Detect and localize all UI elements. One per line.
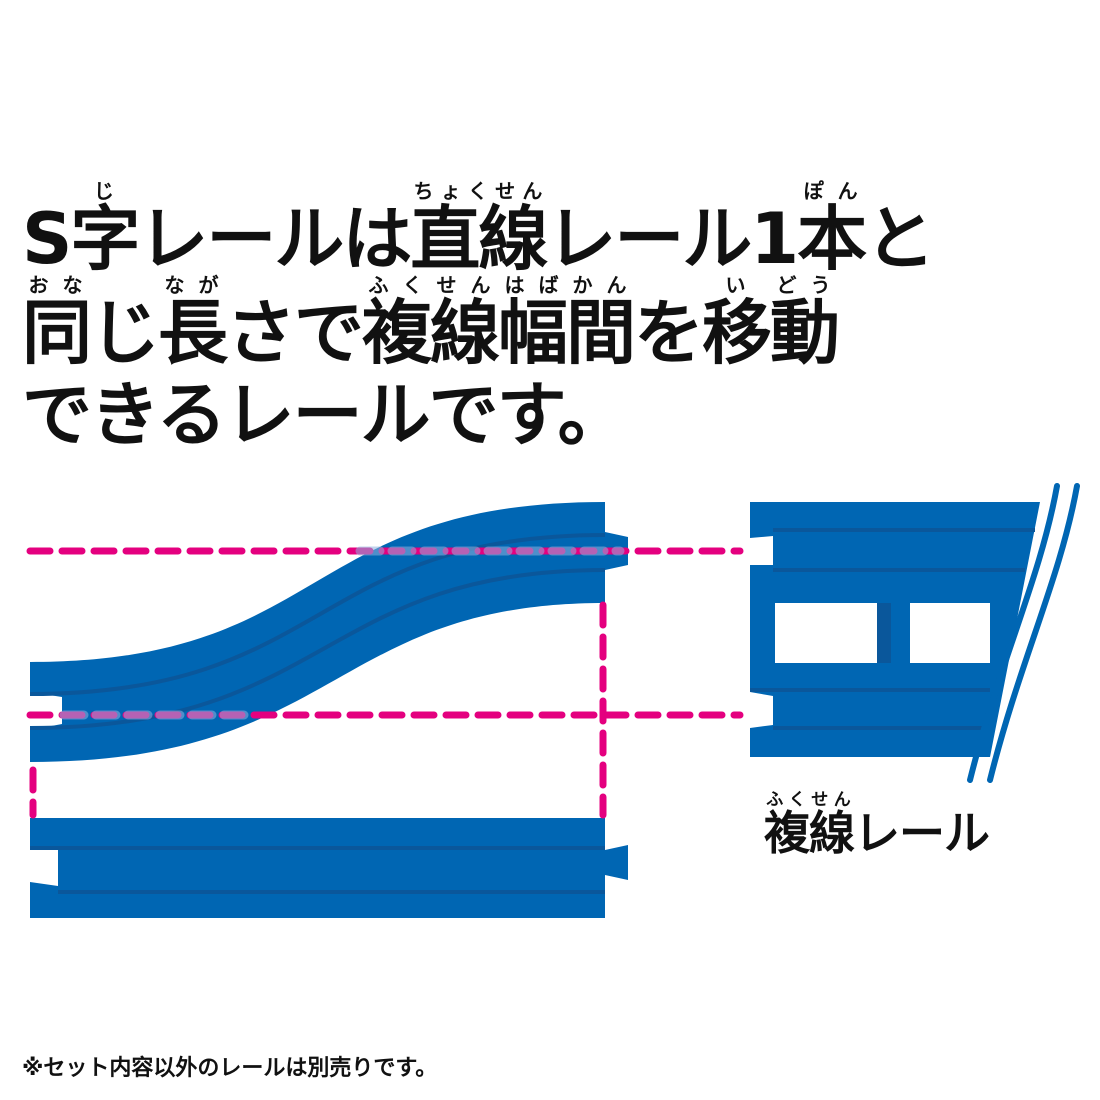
footnote: ※セット内容以外のレールは別売りです。 (22, 1056, 438, 1081)
furigana: おな (22, 273, 90, 297)
ruby-base: 本 (797, 198, 867, 280)
double-track-rail (750, 483, 1080, 783)
text-segment: S (22, 198, 72, 280)
ruby-word: 幅はば (498, 273, 568, 374)
s-curve-rail (29, 502, 628, 762)
ruby-base: 間 (566, 292, 636, 374)
ruby-base: 動 (770, 292, 840, 374)
ruby-base: 移 (702, 292, 772, 374)
break-mark (987, 483, 1080, 783)
groove (29, 533, 606, 696)
headline-line: 同おなじ長ながさで複線ふくせん幅はば間かんを移い動どう (22, 273, 933, 374)
furigana: じ (70, 179, 139, 203)
text-segment: じ (90, 292, 160, 374)
ruby-base: 長 (158, 292, 228, 374)
furigana: なが (158, 273, 226, 297)
furigana: かん (566, 273, 634, 297)
ruby-base: 直線 (410, 198, 548, 280)
ruby-base: 幅 (498, 292, 568, 374)
text-segment: を (634, 292, 704, 374)
ruby-word: 動どう (770, 273, 840, 374)
text-segment: さで (226, 292, 364, 374)
ruby-word: 長なが (158, 273, 228, 374)
ruby-word: 移い (702, 273, 772, 374)
text-segment: レール1 (546, 198, 799, 280)
text-segment: と (865, 198, 935, 280)
headline-line: S字じレールは直線ちょくせんレール1本ぽんと (22, 179, 935, 280)
ruby-base: 複線 (764, 806, 855, 860)
furigana: はば (498, 273, 566, 297)
ruby-word: 本ぽん (797, 179, 867, 280)
headline-line: できるレールです。 (22, 368, 933, 462)
straight-rail (30, 818, 628, 918)
furigana: ふくせん (362, 273, 498, 297)
ruby-base: 同 (22, 292, 92, 374)
ruby-word: 複線ふくせん (362, 273, 500, 374)
furigana: ちょくせん (410, 179, 547, 203)
ruby-word: 直線ちょくせん (410, 179, 548, 280)
ruby-word: 同おな (22, 273, 92, 374)
ruby-word: 字じ (70, 179, 140, 280)
text-segment: レール (854, 806, 990, 860)
headline: S字じレールは直線ちょくせんレール1本ぽんと同おなじ長ながさで複線ふくせん幅はば… (22, 179, 935, 462)
furigana: い (702, 273, 770, 297)
break-mark (967, 483, 1060, 783)
text-segment: レールは (138, 198, 412, 280)
ruby-word: 間かん (566, 273, 636, 374)
furigana: ぽん (797, 179, 866, 203)
furigana: どう (770, 273, 838, 297)
ruby-base: 字 (70, 198, 140, 280)
double-track-label: 複線ふくせんレール (764, 790, 990, 863)
furigana: ふくせん (764, 790, 854, 810)
ruby-base: 複線 (362, 292, 500, 374)
ruby-word: 複線ふくせん (764, 790, 855, 860)
text-segment: できるレールです。 (22, 374, 628, 456)
